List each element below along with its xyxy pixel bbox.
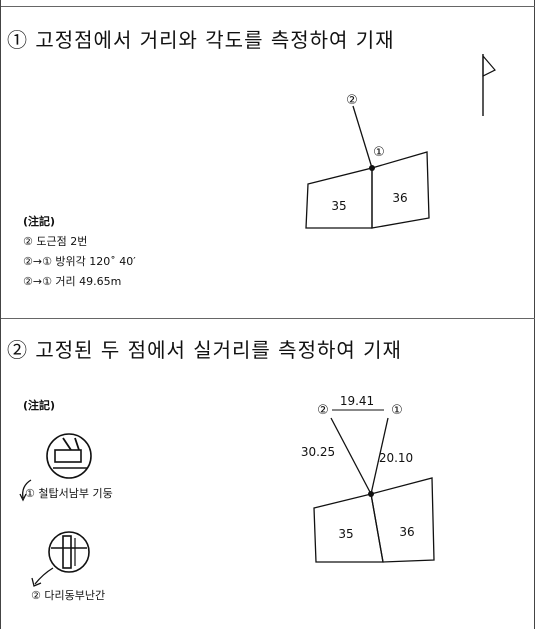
distance-right-label: 20.10: [379, 451, 413, 465]
note-line: ② 도근점 2번: [23, 235, 88, 248]
point-1-label: ①: [391, 403, 403, 418]
section-2-notes-heading: (注記): [23, 396, 55, 416]
section-1-notes: (注記) ② 도근점 2번 ②→① 방위각 120˚ 40′ ②→① 거리 49…: [23, 212, 136, 292]
reference-1-label: ① 철탑서남부 기둥: [25, 487, 113, 500]
parcel-36-label: 36: [392, 191, 407, 205]
north-arrow-icon: [482, 54, 496, 116]
section-1-title: ① 고정점에서 거리와 각도를 측정하여 기재: [7, 28, 395, 52]
point-2-label: ②: [317, 403, 329, 418]
distance-top-label: 19.41: [340, 394, 374, 408]
section-divider: [1, 318, 535, 319]
steel-tower-base-icon: [46, 433, 92, 479]
parcel-36: [371, 151, 430, 229]
leader-arrow-icon: [19, 479, 32, 502]
note-line: ②→① 방위각 120˚ 40′: [23, 255, 136, 268]
section-2-parcel-diagram: ② ① 19.41 30.25 20.10 35 36: [301, 394, 435, 563]
corner-point-marker: [369, 165, 375, 171]
parcel-36: [370, 477, 435, 563]
parcel-35-label: 35: [338, 527, 353, 541]
note-line: ②→① 거리 49.65m: [23, 275, 122, 288]
bearing-line: [352, 105, 373, 169]
parcel-35-label: 35: [331, 199, 346, 213]
reference-2-label: ② 다리동부난간: [31, 589, 106, 602]
leader-arrow-icon: [31, 567, 54, 587]
parcel-36-label: 36: [399, 525, 414, 539]
section-1-parcel-diagram: ② ① 35 36: [305, 93, 430, 229]
control-point-label: ②: [346, 93, 358, 108]
distance-line-left: [330, 417, 372, 495]
distance-line-right: [370, 417, 389, 495]
distance-left-label: 30.25: [301, 445, 335, 459]
bridge-railing-icon: [48, 531, 90, 573]
section-2-title: ② 고정된 두 점에서 실거리를 측정하여 기재: [7, 338, 402, 362]
notes-heading: (注記): [23, 215, 56, 228]
parcel-35: [305, 167, 373, 229]
corner-point-label: ①: [373, 145, 385, 160]
notes-heading: (注記): [23, 399, 56, 412]
top-rule: [1, 6, 535, 7]
corner-point-marker: [368, 491, 374, 497]
